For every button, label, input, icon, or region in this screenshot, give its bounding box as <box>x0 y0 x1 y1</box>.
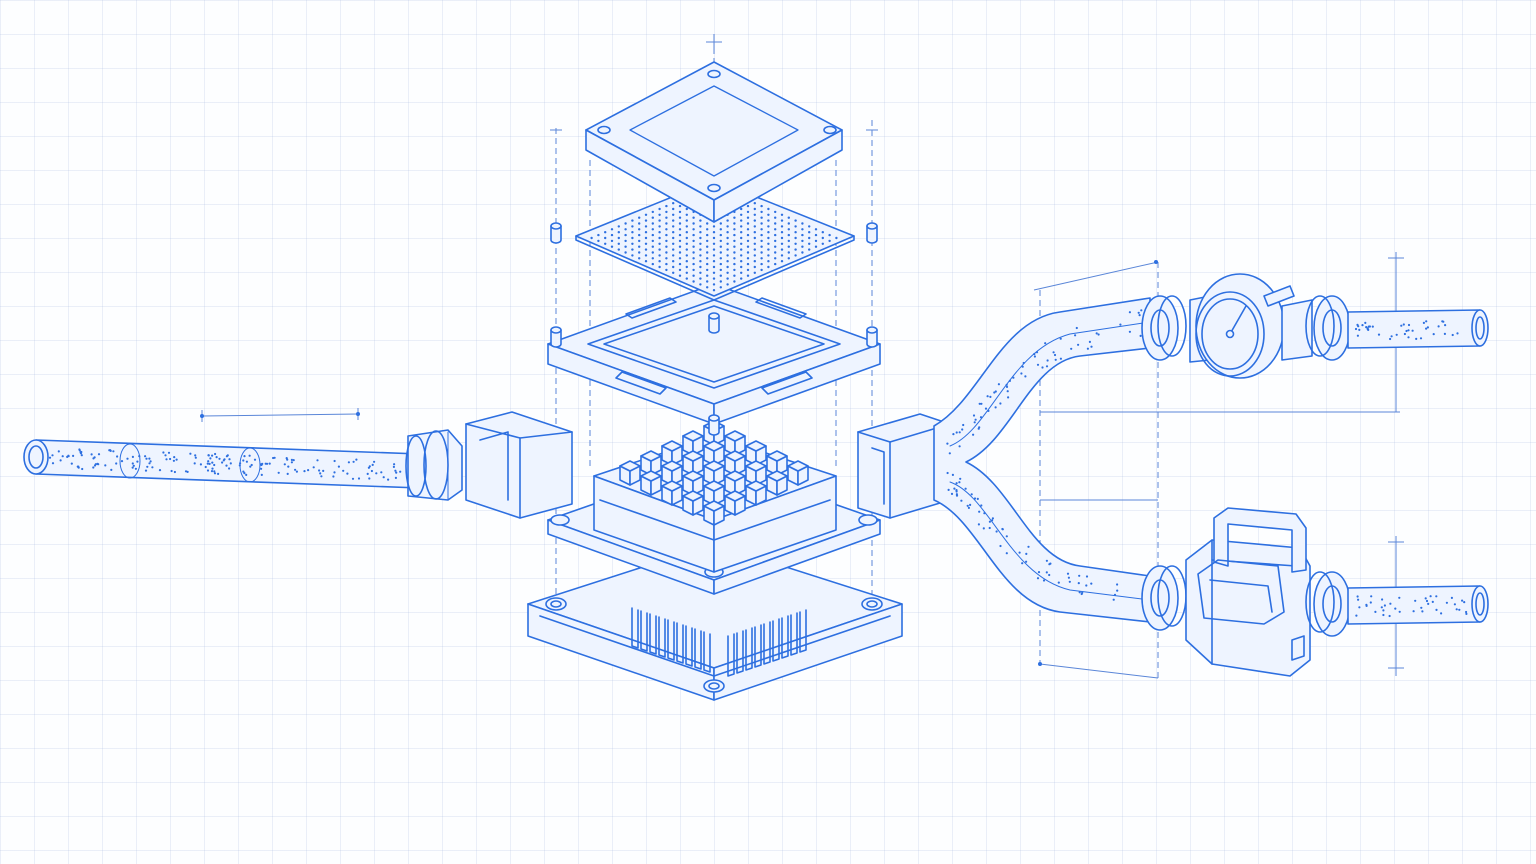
outlet-branch-pipes <box>933 297 1151 623</box>
pressure-gauge <box>1141 273 1489 379</box>
fin-cube <box>787 460 809 472</box>
fin-cube <box>724 430 746 442</box>
water-block-housing <box>547 413 951 595</box>
fin-cube <box>703 480 725 492</box>
fin-cube <box>724 490 746 502</box>
fin-cube <box>745 460 767 472</box>
fin-cube <box>766 450 788 462</box>
cold-plate-fin-array <box>619 420 809 526</box>
mounting-frame <box>547 283 881 425</box>
fin-cube <box>682 470 704 482</box>
fin-cube <box>745 440 767 452</box>
fin-cube <box>745 480 767 492</box>
perforated-thermal-pad <box>575 179 855 301</box>
top-cover-plate <box>585 61 843 223</box>
dimension-lines <box>200 34 1404 680</box>
fin-cube <box>682 450 704 462</box>
fin-cube <box>661 440 683 452</box>
inlet-pipe <box>23 411 573 519</box>
fin-cube <box>661 460 683 472</box>
fin-cube <box>703 500 725 512</box>
fin-cube <box>703 440 725 452</box>
fin-cube <box>766 470 788 482</box>
fin-cube <box>724 470 746 482</box>
fin-cube <box>640 450 662 462</box>
fin-cube <box>619 460 641 472</box>
fin-cube <box>682 430 704 442</box>
fin-cube <box>682 490 704 502</box>
standoff-pins <box>550 222 878 436</box>
fin-cube <box>724 450 746 462</box>
fin-cube <box>703 460 725 472</box>
fin-cube <box>640 470 662 482</box>
fin-cube <box>661 480 683 492</box>
flow-meter <box>1141 507 1489 677</box>
